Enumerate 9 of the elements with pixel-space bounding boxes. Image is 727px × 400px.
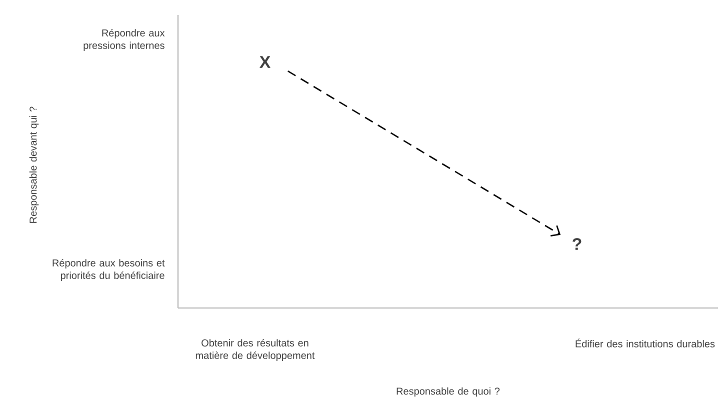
axis-label: Obtenir des résultats en matière de développement	[196, 339, 315, 361]
dashed-arrow	[288, 70, 561, 237]
axis-label: Répondre aux pressions internes	[84, 29, 165, 51]
axis-title: Responsable devant qui ?	[29, 106, 39, 223]
axis-label: Édifier des institutions durables	[576, 338, 715, 348]
marker-letter: ?	[572, 238, 582, 250]
axis-label: Répondre aux besoins et priorités du bénéficiaire	[52, 259, 165, 281]
marker-letter: X	[260, 56, 271, 68]
axis-title: Responsable de quoi ?	[396, 387, 500, 397]
